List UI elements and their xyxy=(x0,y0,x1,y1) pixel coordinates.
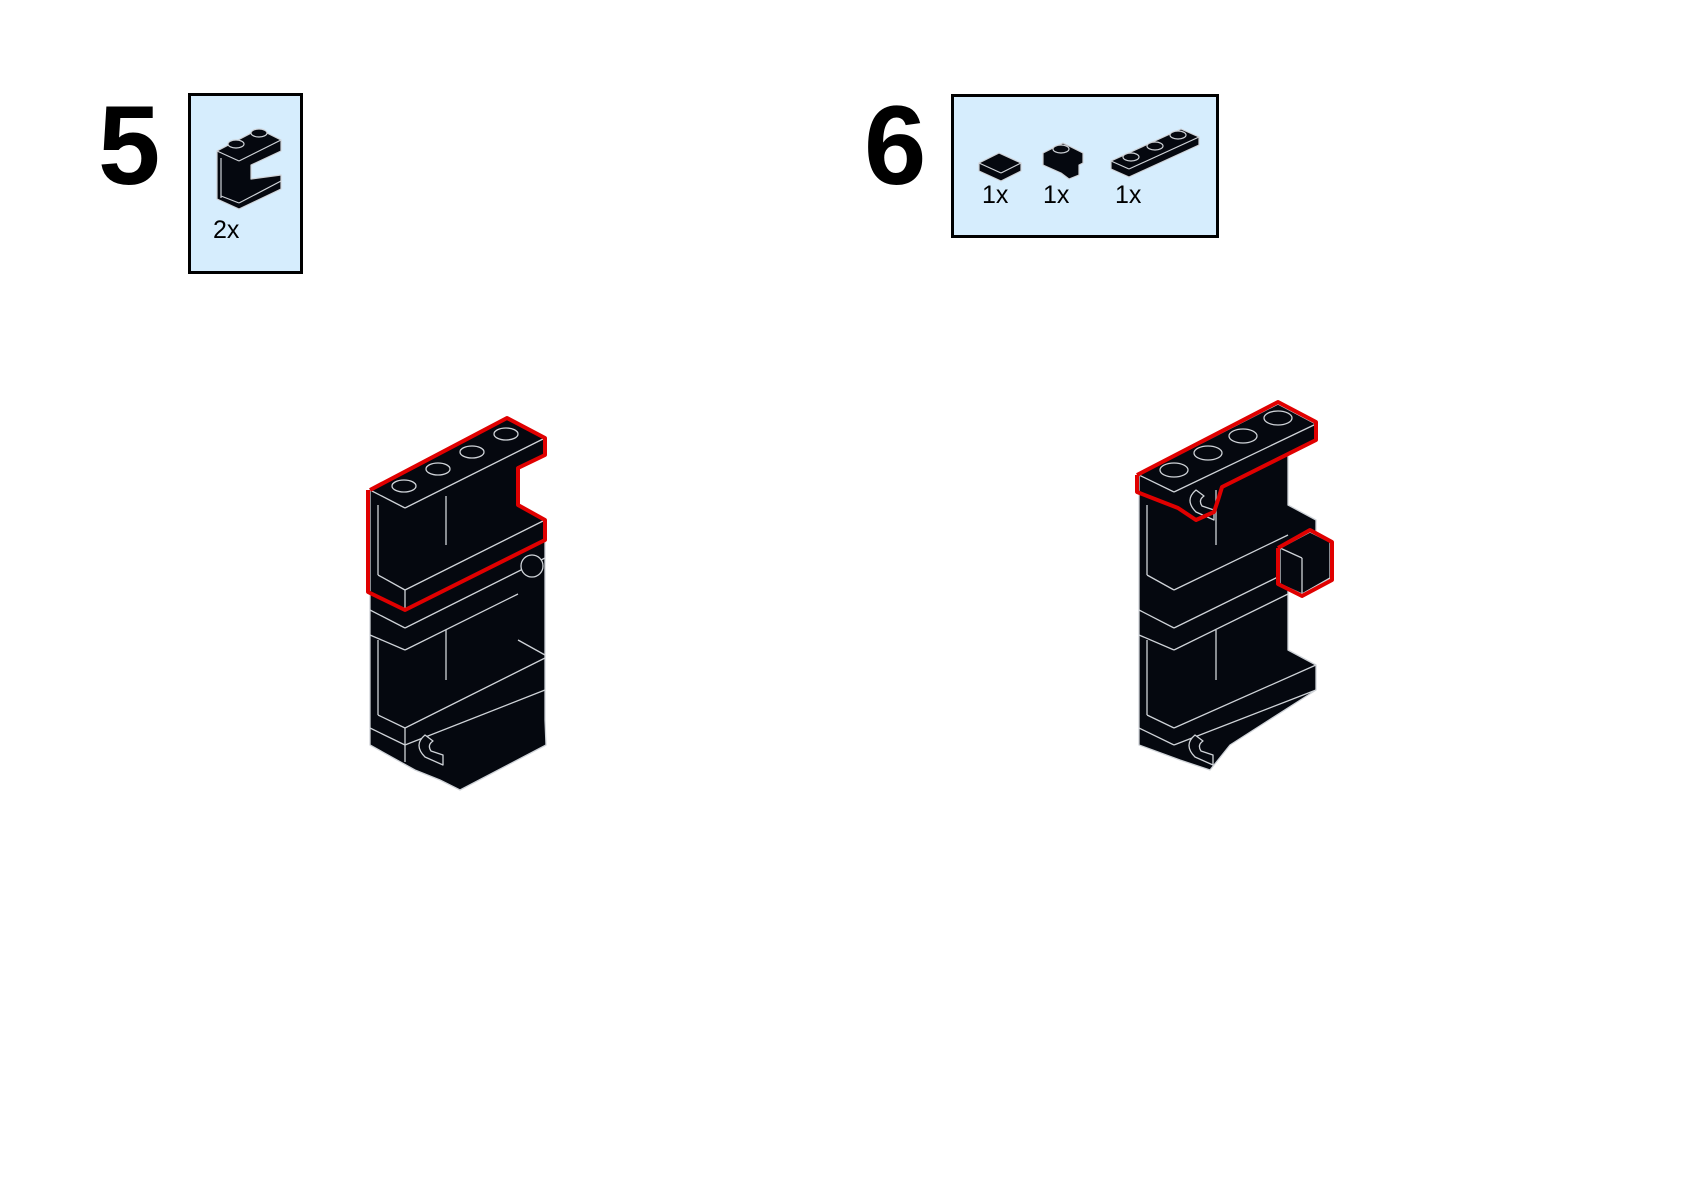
panel-part-icon xyxy=(216,128,282,210)
part-quantity: 1x xyxy=(982,181,1009,209)
new-part-highlight xyxy=(366,416,547,612)
parts-list-box: 1x 1x 1x xyxy=(951,94,1219,238)
new-part-highlight xyxy=(1276,528,1334,598)
step-number: 5 xyxy=(98,83,161,208)
clip-plate-part-icon xyxy=(1042,142,1084,180)
step-number: 6 xyxy=(864,83,927,208)
plate-1x3-part-icon xyxy=(1110,128,1200,178)
part-quantity: 1x xyxy=(1043,181,1070,209)
new-part-highlight xyxy=(1135,400,1318,522)
parts-icons xyxy=(978,128,1200,182)
parts-list-box: 2x xyxy=(188,93,303,274)
part-quantity: 1x xyxy=(1115,181,1142,209)
tile-part-icon xyxy=(978,152,1022,182)
part-quantity: 2x xyxy=(213,216,240,244)
